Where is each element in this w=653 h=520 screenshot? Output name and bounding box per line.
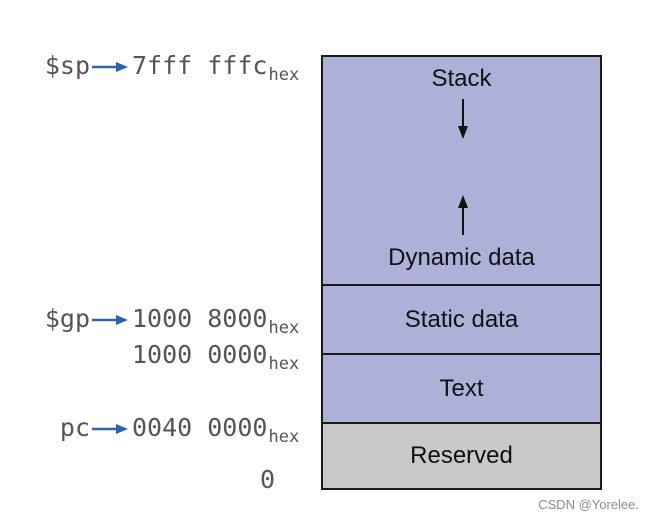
zero-address-label: 0	[260, 465, 276, 494]
watermark: CSDN @Yorelee.	[538, 497, 639, 512]
text-segment: Text	[323, 353, 600, 422]
gp-register-label: $gp	[44, 304, 90, 333]
pc-address-suffix: hex	[268, 427, 300, 447]
static-data-segment: Static data	[323, 284, 600, 353]
sp-pointer-arrow-icon	[92, 62, 128, 72]
sp-address-value: 7fff fffc	[132, 51, 268, 80]
pc-pointer-arrow-icon	[92, 424, 128, 434]
text-start-address-suffix: hex	[268, 354, 300, 374]
pc-address-label: 0040 0000hex	[132, 413, 299, 452]
text-start-address-value: 1000 0000	[132, 340, 268, 369]
gp-address-label: 1000 8000hex	[132, 304, 299, 343]
text-start-address-label: 1000 0000hex	[132, 340, 299, 379]
reserved-label: Reserved	[410, 442, 513, 469]
heap-grows-up-arrow-icon	[458, 195, 468, 235]
memory-column: Stack Dynamic data Static data Text Rese…	[321, 55, 602, 490]
pc-register-label: pc	[59, 413, 90, 442]
stack-grows-down-arrow-icon	[458, 99, 468, 139]
sp-address-label: 7fff fffchex	[132, 51, 299, 90]
stack-dynamic-segment: Stack Dynamic data	[323, 57, 600, 284]
sp-register-label: $sp	[44, 51, 90, 80]
text-segment-label: Text	[439, 374, 484, 402]
static-data-label: Static data	[404, 305, 519, 333]
reserved-segment: Reserved	[323, 422, 600, 488]
pc-address-value: 0040 0000	[132, 413, 268, 442]
dynamic-data-label: Dynamic data	[388, 244, 535, 271]
sp-address-suffix: hex	[268, 65, 300, 85]
gp-address-suffix: hex	[268, 318, 300, 338]
gp-pointer-arrow-icon	[92, 315, 128, 325]
stack-label: Stack	[431, 65, 492, 92]
gp-address-value: 1000 8000	[132, 304, 268, 333]
